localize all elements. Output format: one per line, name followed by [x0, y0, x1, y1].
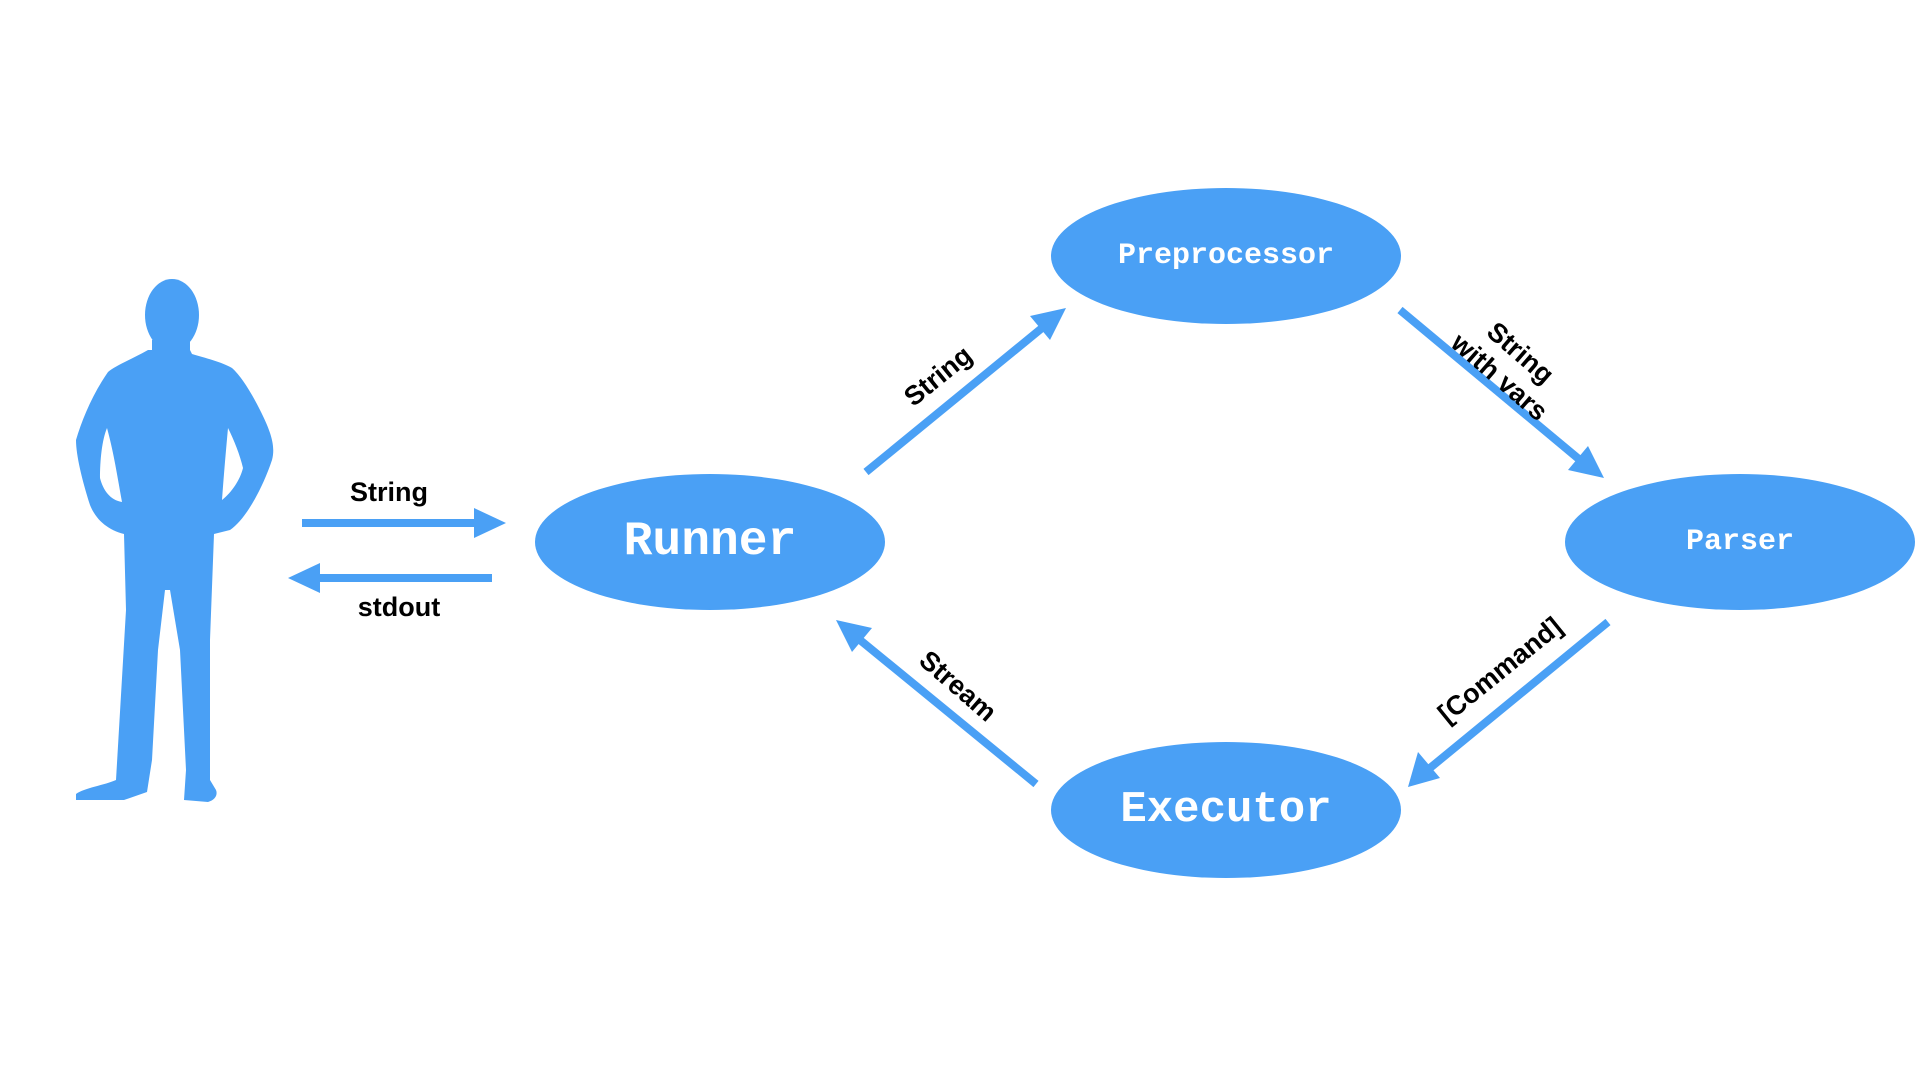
edge-parser-to-executor: [Command]	[1408, 611, 1611, 787]
person-silhouette-icon	[76, 279, 274, 802]
edge-runner-to-preprocessor: String	[863, 308, 1066, 476]
edge-executor-to-runner: Stream	[836, 620, 1039, 788]
edge-label-runner-to-preprocessor: String	[898, 340, 977, 412]
node-executor: Executor	[1051, 742, 1401, 878]
node-parser: Parser	[1565, 474, 1915, 610]
node-preprocessor: Preprocessor	[1051, 188, 1401, 324]
node-runner-label: Runner	[624, 515, 797, 569]
edge-label-user-to-runner: String	[350, 477, 428, 507]
edge-runner-to-user: stdout	[288, 563, 492, 622]
node-runner: Runner	[535, 474, 885, 610]
edge-user-to-runner: String	[302, 477, 506, 538]
edge-preprocessor-to-parser: String with vars	[1397, 306, 1604, 478]
node-parser-label: Parser	[1686, 525, 1794, 559]
edge-label-runner-to-user: stdout	[358, 592, 440, 622]
node-preprocessor-label: Preprocessor	[1118, 239, 1334, 273]
edge-label-executor-to-runner: Stream	[914, 645, 1003, 728]
node-executor-label: Executor	[1120, 785, 1331, 835]
